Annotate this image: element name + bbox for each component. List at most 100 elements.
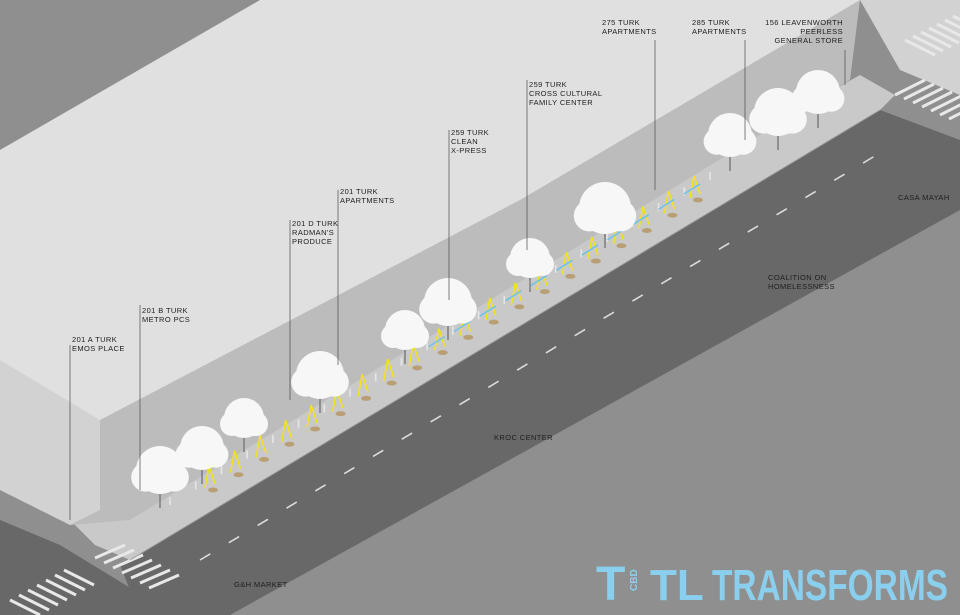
planter	[361, 395, 372, 401]
parklet-frame	[638, 206, 650, 229]
logo-mark-t: T	[596, 558, 625, 611]
planter	[539, 289, 550, 295]
lane-dash	[343, 466, 355, 475]
parklet-frame	[382, 358, 395, 382]
crosswalk-stripe	[920, 30, 952, 49]
crosswalk-stripe	[936, 22, 960, 38]
building-side-facade	[0, 360, 100, 525]
parklet-frame	[689, 175, 701, 199]
crosswalk-stripe	[912, 86, 944, 105]
tree-canopy	[818, 85, 845, 112]
lane-dash	[545, 346, 557, 354]
tree-canopy	[381, 324, 405, 348]
parklet-frame	[229, 450, 242, 473]
tl-transforms-logo: T CBD TL TRANSFORMS	[596, 558, 948, 611]
tree-canopy	[530, 252, 554, 276]
label-kroc-center: KROC CENTER	[494, 433, 553, 442]
lane-dash	[660, 277, 672, 285]
blue-seating	[504, 290, 522, 302]
tree-canopy	[703, 128, 730, 155]
lane-dash	[228, 535, 240, 544]
crosswalk-stripe	[148, 573, 180, 590]
planter	[667, 212, 678, 218]
planter	[590, 258, 601, 264]
lane-dash	[314, 484, 327, 492]
planter	[437, 350, 448, 356]
crosswalk-stripe	[54, 573, 86, 592]
lane-dash	[487, 380, 499, 389]
turk-street-roadway	[120, 110, 960, 615]
bollards	[169, 172, 711, 505]
parklet-frame	[510, 282, 523, 305]
parklet-structures	[204, 175, 703, 493]
blue-seating	[555, 259, 573, 271]
svg-text:KROC CENTER: KROC CENTER	[494, 433, 553, 442]
lane-dash	[804, 190, 817, 199]
crosswalk-stripe	[94, 543, 126, 560]
crosswalk-stripe	[9, 598, 41, 615]
tree-canopy	[448, 294, 477, 324]
blue-seating	[428, 335, 446, 348]
lane-dash	[430, 415, 442, 423]
crosswalk-stripe	[112, 553, 144, 570]
blue-seating	[530, 274, 548, 287]
tree-canopy	[202, 441, 229, 468]
blue-seating	[632, 213, 650, 226]
planter	[514, 304, 525, 310]
tree-canopy	[419, 294, 448, 324]
label-casa-mayah: CASA MAYAH	[898, 193, 949, 202]
right-block	[860, 0, 960, 95]
building-roof	[0, 0, 860, 420]
planter	[463, 334, 474, 340]
tree-canopy	[175, 441, 202, 468]
planter	[335, 411, 346, 417]
planter	[412, 365, 423, 371]
tree-canopy	[244, 412, 268, 436]
planter	[208, 487, 218, 493]
tree-canopy	[791, 85, 818, 112]
tree-canopy	[160, 462, 189, 492]
tree-canopy	[506, 252, 530, 276]
crosswalk-stripe	[904, 38, 936, 57]
crosswalk-stripe	[921, 90, 953, 109]
blue-seating	[606, 229, 624, 241]
lane-dash	[603, 311, 615, 320]
crosswalk-stripe	[139, 568, 171, 585]
crosswalk-stripe	[912, 34, 944, 53]
parklet-frame	[280, 419, 293, 443]
lane-dash	[776, 207, 788, 216]
logo-word-transforms: TRANSFORMS	[712, 561, 948, 610]
parklet-frame	[561, 252, 574, 275]
lane-dash	[286, 501, 298, 509]
planter	[284, 441, 295, 447]
planter	[233, 472, 244, 478]
crosswalk-stripe	[103, 548, 135, 565]
curb-line	[129, 109, 881, 561]
crosswalk-stripe	[930, 94, 960, 113]
blue-seating	[479, 305, 497, 317]
lane-dash	[516, 363, 528, 371]
label-gh-market: G&H MARKET	[234, 580, 287, 589]
crosswalk-stripe	[130, 563, 162, 580]
parklet-frame	[485, 297, 497, 321]
tree-canopy	[730, 128, 757, 155]
tree-canopy	[778, 104, 807, 134]
parklet-frame	[255, 435, 267, 458]
tree-canopy	[220, 412, 244, 436]
street-trees	[131, 70, 845, 508]
lane-dash	[862, 156, 874, 164]
lane-dash	[401, 432, 413, 440]
parklet-frame	[357, 374, 369, 397]
